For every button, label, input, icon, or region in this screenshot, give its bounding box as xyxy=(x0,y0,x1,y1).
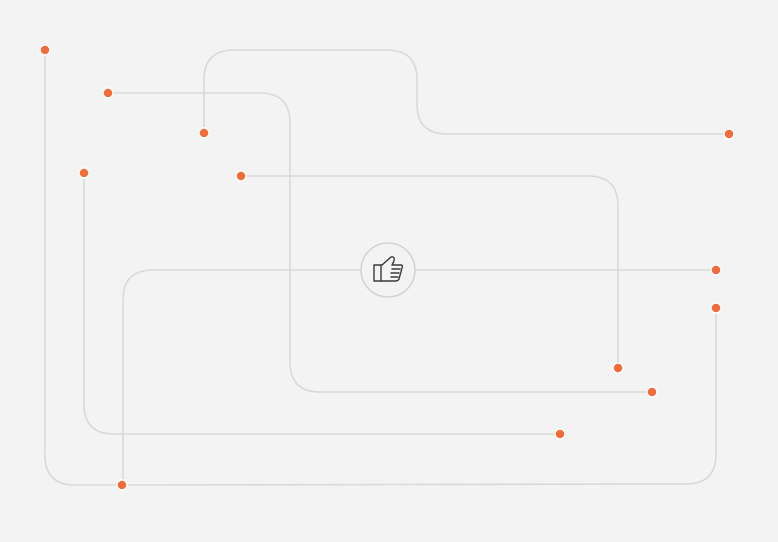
hub[interactable] xyxy=(360,242,416,298)
endpoint-node[interactable] xyxy=(116,479,128,491)
endpoint-nodes xyxy=(39,44,735,491)
thumbs-up-icon xyxy=(373,256,404,282)
endpoint-node[interactable] xyxy=(39,44,51,56)
endpoint-node[interactable] xyxy=(78,167,90,179)
connector-line-upper-right-drop xyxy=(240,175,619,369)
connector-line-top-left-long xyxy=(44,49,123,486)
connector-line-hub-left-down xyxy=(122,269,389,486)
endpoint-node[interactable] xyxy=(646,386,658,398)
endpoint-node[interactable] xyxy=(198,127,210,139)
connector-line-left-bottom xyxy=(83,172,561,435)
endpoint-node[interactable] xyxy=(723,128,735,140)
connector-line-top-right xyxy=(203,49,730,135)
endpoint-node[interactable] xyxy=(710,302,722,314)
endpoint-node[interactable] xyxy=(710,264,722,276)
endpoint-node[interactable] xyxy=(235,170,247,182)
endpoint-node[interactable] xyxy=(612,362,624,374)
connector-line-center-bottom-right xyxy=(107,92,653,393)
endpoint-node[interactable] xyxy=(102,87,114,99)
endpoint-node[interactable] xyxy=(554,428,566,440)
connector-lines xyxy=(44,49,730,486)
connector-line-bottom-right-loop xyxy=(121,307,717,486)
